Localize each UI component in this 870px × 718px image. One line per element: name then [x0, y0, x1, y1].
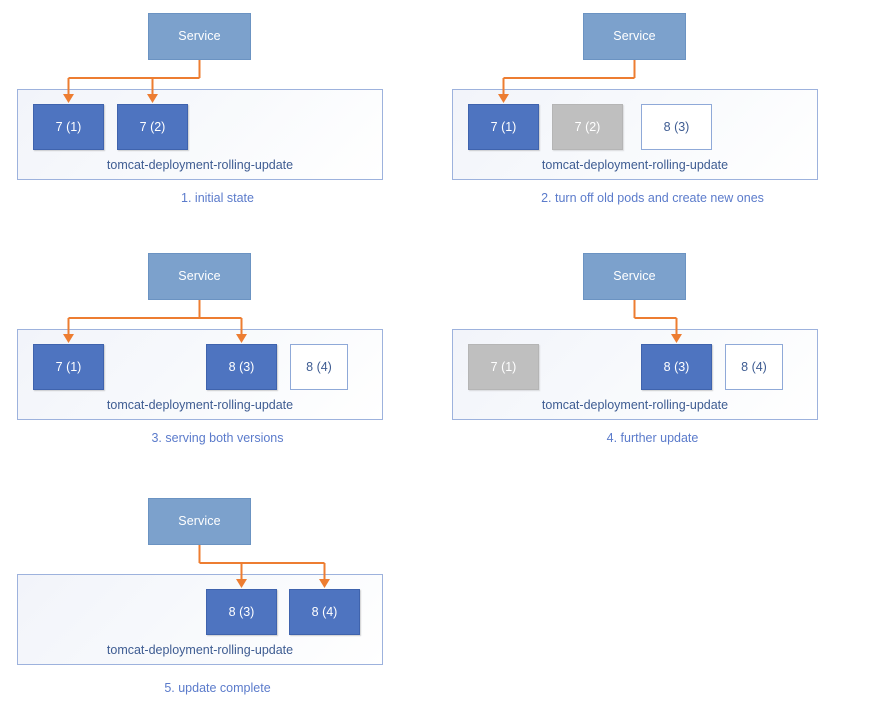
- pod-active[interactable]: 8 (3): [206, 344, 277, 390]
- panel-5-inner: Service tomcat-deployment-rolling-update 8…: [0, 485, 435, 717]
- pod-label: 8 (3): [663, 119, 690, 134]
- deployment-label: tomcat-deployment-rolling-update: [106, 642, 294, 657]
- pod-label: 8 (3): [228, 359, 255, 374]
- pod-terminating[interactable]: 7 (1): [468, 344, 539, 390]
- pod-label: 8 (3): [663, 359, 690, 374]
- panel-caption: 3. serving both versions: [151, 431, 284, 445]
- deployment-label: tomcat-deployment-rolling-update: [106, 397, 294, 412]
- panel-caption: 4. further update: [606, 431, 699, 445]
- panel-2-inner: Service tomcat-deployment-rolling-update 7…: [435, 0, 870, 232]
- pod-label: 8 (4): [311, 604, 338, 619]
- pod-pending[interactable]: 8 (4): [725, 344, 783, 390]
- service-label: Service: [613, 29, 656, 44]
- pod-label: 7 (1): [490, 119, 517, 134]
- pod-label: 8 (4): [306, 359, 332, 374]
- pod-active[interactable]: 7 (2): [117, 104, 188, 150]
- pod-active[interactable]: 8 (4): [289, 589, 360, 635]
- service-box[interactable]: Service: [148, 498, 251, 545]
- panel-5: Service tomcat-deployment-rolling-update 8…: [0, 485, 435, 717]
- pod-active[interactable]: 7 (1): [33, 104, 104, 150]
- service-box[interactable]: Service: [148, 13, 251, 60]
- pod-terminating[interactable]: 7 (2): [552, 104, 623, 150]
- panel-caption: 2. turn off old pods and create new ones: [541, 191, 764, 205]
- pod-active[interactable]: 8 (3): [641, 344, 712, 390]
- service-label: Service: [178, 514, 221, 529]
- panel-caption: 5. update complete: [164, 681, 271, 695]
- pod-label: 7 (2): [574, 119, 601, 134]
- pod-active[interactable]: 7 (1): [468, 104, 539, 150]
- pod-pending[interactable]: 8 (4): [290, 344, 348, 390]
- pod-label: 8 (4): [741, 359, 767, 374]
- pod-label: 8 (3): [228, 604, 255, 619]
- pod-label: 7 (1): [55, 359, 82, 374]
- panel-3-inner: Service tomcat-deployment-rolling-update 7…: [0, 240, 435, 472]
- pod-pending[interactable]: 8 (3): [641, 104, 712, 150]
- panel-3: Service tomcat-deployment-rolling-update 7…: [0, 240, 435, 472]
- pod-label: 7 (1): [490, 359, 517, 374]
- deployment-label: tomcat-deployment-rolling-update: [541, 397, 729, 412]
- pod-label: 7 (2): [139, 119, 166, 134]
- service-label: Service: [178, 269, 221, 284]
- panel-caption: 1. initial state: [181, 191, 254, 205]
- panel-4: Service tomcat-deployment-rolling-update 7…: [435, 240, 870, 472]
- pod-label: 7 (1): [55, 119, 82, 134]
- service-label: Service: [613, 269, 656, 284]
- panel-4-inner: Service tomcat-deployment-rolling-update 7…: [435, 240, 870, 472]
- deployment-label: tomcat-deployment-rolling-update: [541, 157, 729, 172]
- service-label: Service: [178, 29, 221, 44]
- panel-1-inner: Service tomcat-deployment-rolling-update 7…: [0, 0, 435, 232]
- panel-2: Service tomcat-deployment-rolling-update 7…: [435, 0, 870, 232]
- service-box[interactable]: Service: [583, 13, 686, 60]
- service-box[interactable]: Service: [583, 253, 686, 300]
- panel-1: Service tomcat-deployment-rolling-update 7…: [0, 0, 435, 232]
- pod-active[interactable]: 7 (1): [33, 344, 104, 390]
- pod-active[interactable]: 8 (3): [206, 589, 277, 635]
- deployment-label: tomcat-deployment-rolling-update: [106, 157, 294, 172]
- service-box[interactable]: Service: [148, 253, 251, 300]
